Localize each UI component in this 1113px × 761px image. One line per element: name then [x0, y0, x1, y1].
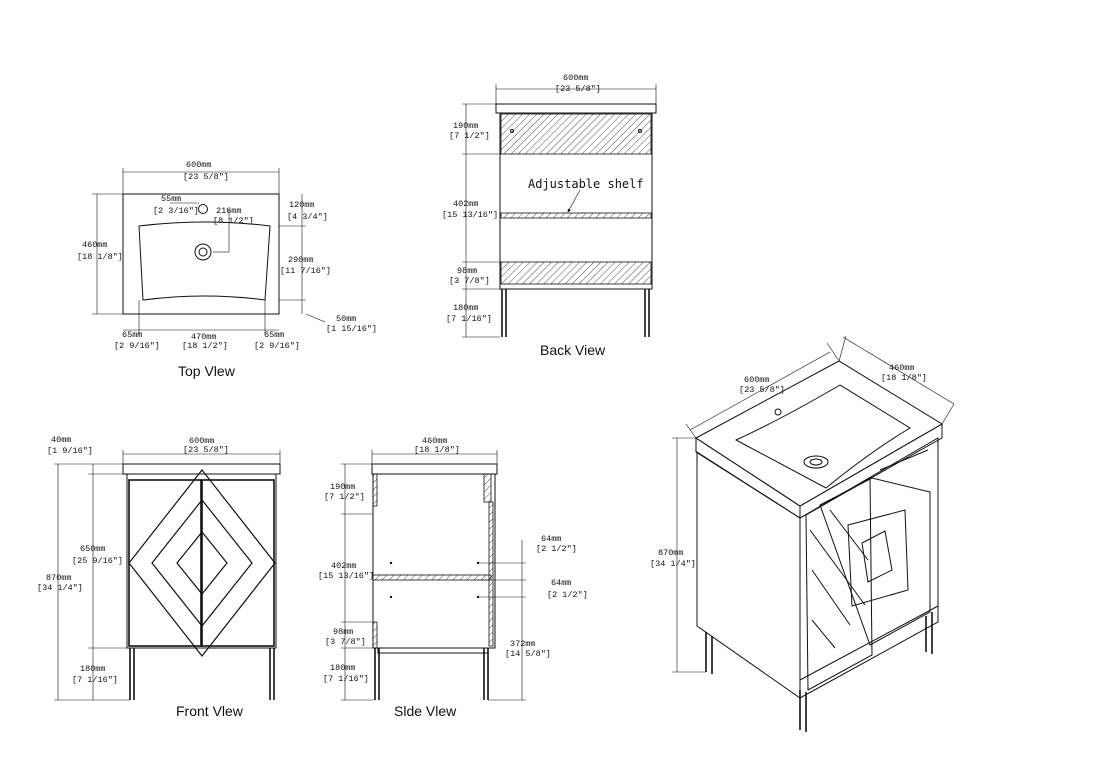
side-top-in: [7 1/2"] [324, 492, 365, 502]
side-view-title: Slde Vlew [394, 703, 457, 719]
front-width-mm: 600mm [189, 436, 215, 446]
back-top-panel [500, 113, 652, 155]
top-left-in: [2 9/16"] [114, 341, 160, 351]
side-depth-mm: 460mm [422, 436, 448, 446]
back-bottom-mm: 98mm [457, 266, 477, 276]
iso-door [805, 477, 873, 691]
front-top-in: [1 9/16"] [47, 446, 93, 456]
iso-basin [734, 384, 911, 489]
top-basin-depth-in: [11 7/16"] [280, 266, 331, 276]
back-view-title: Back View [540, 342, 606, 358]
drain-outer [194, 243, 212, 261]
front-cabinet [126, 473, 277, 649]
front-view: 40mm [1 9/16"] 600mm [23 5/8"] 650mm [25… [37, 435, 281, 719]
top-basin-width-in: [18 1/2"] [182, 341, 228, 351]
front-leg-in: [7 1/16"] [72, 675, 118, 685]
side-peg1-mm: 64mm [541, 534, 561, 544]
iso-width-mm: 600mm [744, 375, 770, 385]
basin-outline [138, 221, 271, 301]
front-diamond-pattern [128, 469, 276, 657]
side-depth-in: [18 1/8"] [414, 445, 460, 455]
back-width-in: [23 5/8"] [555, 84, 601, 94]
back-mid-mm: 402mm [453, 199, 479, 209]
side-peg2-mm: 64mm [551, 578, 571, 588]
front-total-in: [34 1/4"] [37, 583, 83, 593]
back-view: 600mm [23 5/8"] 190mm [7 1/2"] 402mm [15… [442, 73, 657, 358]
back-cabinet [499, 112, 653, 290]
back-bottom-panel [500, 261, 652, 285]
top-width-in: [23 5/8"] [183, 172, 229, 182]
front-door-right [201, 479, 275, 647]
iso-cabinet-front [799, 437, 939, 699]
iso-width-in: [23 5/8"] [739, 385, 785, 395]
back-leg-mm: 180mm [453, 303, 479, 313]
side-leg-in: [7 1/16"] [323, 674, 369, 684]
isometric-view: 600mm [23 5/8"] 460mm [18 1/8"] 870mm [3… [650, 335, 955, 732]
countertop-outline [122, 193, 280, 315]
side-top-left-panel [372, 473, 378, 507]
iso-height-mm: 870mm [658, 548, 684, 558]
front-body-mm: 650mm [80, 544, 106, 554]
top-depth-mm: 460mm [82, 240, 108, 250]
side-peg1-in: [2 1/2"] [536, 544, 577, 554]
top-basin-width-mm: 470mm [191, 332, 217, 342]
front-leg-mm: 180mm [80, 664, 106, 674]
top-view-title: Top Vlew [178, 363, 236, 379]
side-top-mm: 190mm [330, 482, 356, 492]
top-basin-depth-mm: 290mm [288, 255, 314, 265]
side-countertop [371, 463, 498, 475]
top-hole-in: [2 3/16"] [153, 206, 199, 216]
faucet-hole [198, 204, 208, 214]
iso-faucet-hole [774, 408, 782, 416]
front-total-mm: 870mm [46, 573, 72, 583]
side-mid-mm: 402mm [331, 561, 357, 571]
front-door-left [128, 479, 202, 647]
side-leg-mm: 180mm [330, 663, 356, 673]
iso-height-in: [34 1/4"] [650, 559, 696, 569]
top-hole-mm: 55mm [161, 194, 181, 204]
front-body-in: [25 9/16"] [72, 556, 123, 566]
side-shelf-height-in: [14 5/8"] [505, 649, 551, 659]
side-bottom-mm: 98mm [333, 627, 353, 637]
front-countertop [122, 463, 281, 475]
side-mid-in: [15 13/16"] [318, 571, 374, 581]
front-view-title: Front Vlew [176, 703, 244, 719]
drain-inner [198, 247, 208, 257]
side-shelf [372, 574, 492, 581]
top-right-in: [2 9/16"] [254, 341, 300, 351]
iso-depth-mm: 460mm [889, 363, 915, 373]
side-view: 460mm [18 1/8"] 190mm [7 1/2"] 402mm [15… [318, 436, 588, 719]
back-countertop [495, 103, 657, 114]
back-top-in: [7 1/2"] [449, 131, 490, 141]
top-front-in: [1 15/16"] [326, 324, 377, 334]
top-width-mm: 600mm [186, 160, 212, 170]
top-depth-in: [18 1/8"] [77, 252, 123, 262]
back-mid-in: [15 13/16"] [442, 210, 498, 220]
top-back-in: [4 3/4"] [287, 212, 328, 222]
front-width-in: [23 5/8"] [183, 445, 229, 455]
top-front-mm: 50mm [336, 314, 356, 324]
back-width-mm: 600mm [563, 73, 589, 83]
front-top-mm: 40mm [51, 435, 71, 445]
back-top-mm: 190mm [453, 121, 479, 131]
side-bottom-in: [3 7/8"] [325, 637, 366, 647]
adjustable-shelf-label: Adjustable shelf [528, 177, 644, 191]
side-top-right-panel [483, 473, 492, 503]
top-right-mm: 65mm [264, 330, 284, 340]
back-bottom-in: [3 7/8"] [449, 276, 490, 286]
iso-drain [803, 455, 829, 469]
top-drain-mm: 216mm [216, 206, 242, 216]
iso-depth-in: [18 1/8"] [881, 373, 927, 383]
top-view: 600mm [23 5/8"] 460mm [18 1/8"] 55mm [2 … [77, 160, 377, 379]
side-peg2-in: [2 1/2"] [547, 590, 588, 600]
side-shelf-height-mm: 372mm [510, 639, 536, 649]
back-leg-in: [7 1/16"] [446, 314, 492, 324]
side-cabinet [372, 473, 496, 649]
top-back-mm: 120mm [289, 200, 315, 210]
top-drain-in: [8 1/2"] [213, 216, 254, 226]
top-left-mm: 65mm [122, 330, 142, 340]
iso-door-diamond [861, 530, 893, 583]
back-adjustable-shelf [500, 212, 652, 219]
